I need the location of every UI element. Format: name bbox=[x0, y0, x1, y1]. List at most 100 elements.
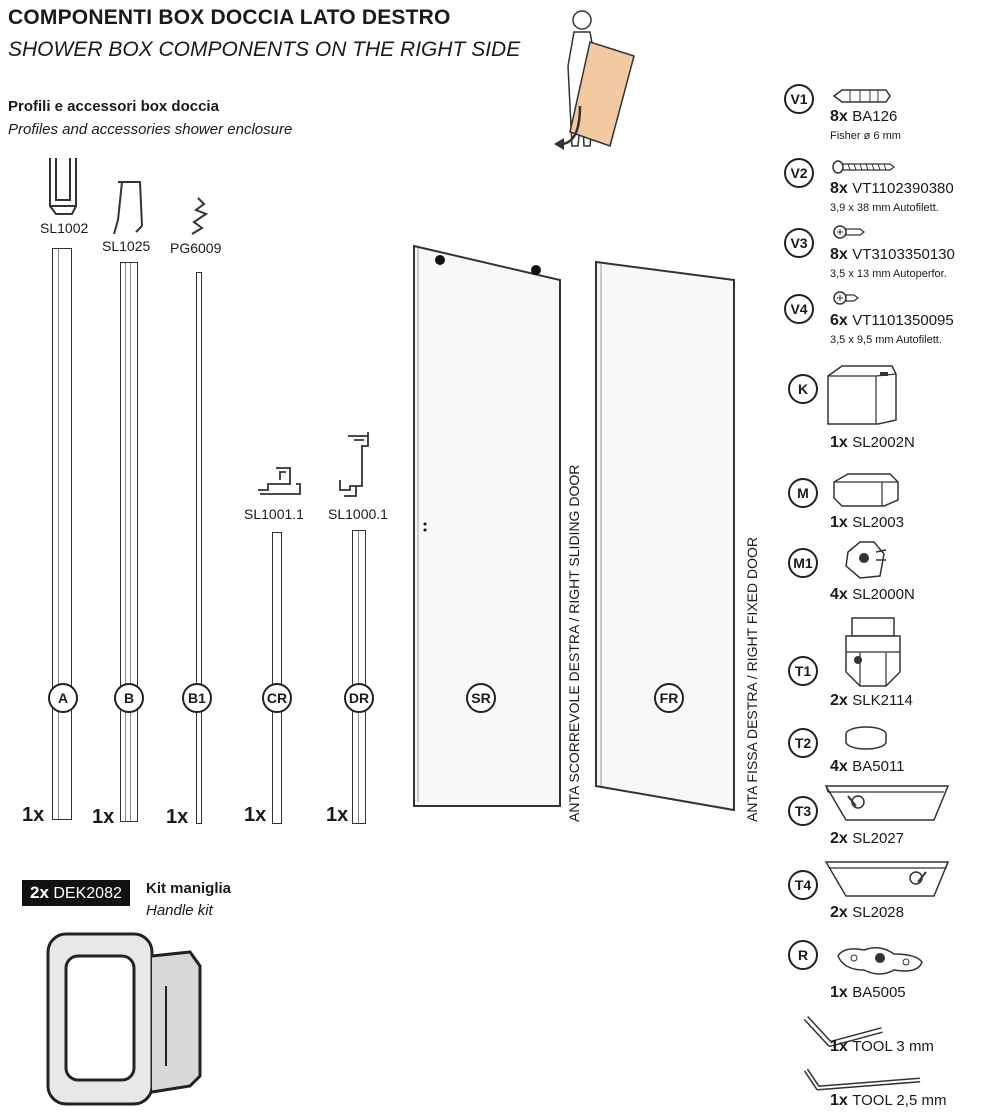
corner-cap-k-icon bbox=[827, 365, 897, 425]
kit-code: DEK2082 bbox=[53, 885, 122, 902]
kit-title: Kit maniglia bbox=[146, 880, 232, 897]
profile-sl1025-section-icon bbox=[113, 181, 143, 235]
kit-badge: 2x DEK2082 bbox=[22, 880, 130, 906]
accessory-letter-badge: M1 bbox=[788, 548, 818, 578]
accessory-code: SL2027 bbox=[852, 830, 904, 847]
accessory-quantity: 6x bbox=[830, 312, 848, 329]
tool-quantity: 1x bbox=[830, 1038, 848, 1055]
panel-letter-badge: SR bbox=[466, 683, 496, 713]
accessory-description: 3,5 x 13 mm Autoperfor. bbox=[830, 268, 947, 280]
panel-label: ANTA FISSA DESTRA / RIGHT FIXED DOOR bbox=[744, 537, 760, 822]
profile-bar-b1 bbox=[196, 272, 202, 824]
roller-block-t1-icon bbox=[845, 617, 901, 687]
accessory-description: 3,9 x 38 mm Autofilett. bbox=[830, 202, 939, 214]
accessory-quantity: 2x bbox=[830, 830, 848, 847]
profile-letter-badge: CR bbox=[262, 683, 292, 713]
accessory-code: BA5005 bbox=[852, 984, 906, 1001]
accessory-letter-badge: R bbox=[788, 940, 818, 970]
profile-quantity: 1x bbox=[244, 804, 267, 826]
profile-code-label: SL1001.1 bbox=[244, 506, 304, 522]
sliding-door-panel bbox=[413, 244, 561, 807]
guide-t4-icon bbox=[824, 861, 950, 897]
accessory-code: VT1102390380 bbox=[852, 180, 954, 197]
accessory-letter-badge: T4 bbox=[788, 870, 818, 900]
accessory-letter-badge: M bbox=[788, 478, 818, 508]
accessory-code: SLK2114 bbox=[852, 692, 913, 709]
page-subtitle: SHOWER BOX COMPONENTS ON THE RIGHT SIDE bbox=[8, 38, 521, 61]
long-screw-icon bbox=[832, 160, 895, 174]
accessory-code: SL2028 bbox=[852, 904, 904, 921]
handle-kit-icon bbox=[46, 932, 202, 1106]
section-subtitle: Profiles and accessories shower enclosur… bbox=[8, 121, 293, 138]
wall-plug-icon bbox=[832, 89, 891, 103]
person-carrying-panel-icon bbox=[554, 10, 635, 150]
accessory-quantity: 1x bbox=[830, 514, 848, 531]
accessory-quantity: 2x bbox=[830, 692, 848, 709]
profile-code-label: PG6009 bbox=[170, 240, 222, 256]
accessory-code: SL2002N bbox=[852, 434, 915, 451]
profile-quantity: 1x bbox=[326, 804, 349, 826]
guide-t3-icon bbox=[824, 785, 950, 821]
profile-code-label: SL1000.1 bbox=[328, 506, 388, 522]
accessory-quantity: 2x bbox=[830, 904, 848, 921]
profile-letter-badge: B1 bbox=[182, 683, 212, 713]
corner-cap-m-icon bbox=[833, 473, 899, 507]
fixed-door-panel bbox=[595, 260, 735, 812]
profile-sl1002-section-icon bbox=[49, 158, 77, 215]
hex-key-3mm-icon bbox=[803, 1015, 883, 1047]
profile-quantity: 1x bbox=[92, 806, 115, 828]
profile-quantity: 1x bbox=[166, 806, 189, 828]
profile-code-label: SL1025 bbox=[102, 238, 151, 254]
kit-quantity: 2x bbox=[30, 883, 49, 902]
panel-label: ANTA SCORREVOLE DESTRA / RIGHT SLIDING D… bbox=[566, 464, 582, 822]
accessory-quantity: 1x bbox=[830, 984, 848, 1001]
accessory-code: SL2000N bbox=[852, 586, 915, 603]
section-title: Profili e accessori box doccia bbox=[8, 98, 219, 115]
accessory-quantity: 4x bbox=[830, 586, 848, 603]
accessory-letter-badge: T2 bbox=[788, 728, 818, 758]
accessory-quantity: 8x bbox=[830, 180, 848, 197]
page-title: COMPONENTI BOX DOCCIA LATO DESTRO bbox=[8, 6, 451, 29]
profile-quantity: 1x bbox=[22, 804, 45, 826]
clip-m1-icon bbox=[845, 541, 887, 579]
hex-key-2-5mm-icon bbox=[803, 1068, 921, 1091]
bottom-stop-r-icon bbox=[837, 947, 923, 975]
profile-sl1000-section-icon bbox=[339, 432, 369, 497]
accessory-letter-badge: K bbox=[788, 374, 818, 404]
profile-bar-cr bbox=[272, 532, 282, 824]
accessory-quantity: 4x bbox=[830, 758, 848, 775]
accessory-quantity: 8x bbox=[830, 246, 848, 263]
accessory-code: BA5011 bbox=[852, 758, 905, 775]
profile-letter-badge: A bbox=[48, 683, 78, 713]
self-drilling-screw-icon bbox=[833, 225, 865, 239]
profile-pg6009-section-icon bbox=[191, 197, 209, 235]
panel-letter-badge: FR bbox=[654, 683, 684, 713]
accessory-code: SL2003 bbox=[852, 514, 904, 531]
profile-sl1001-section-icon bbox=[258, 467, 301, 495]
accessory-letter-badge: V4 bbox=[784, 294, 814, 324]
accessory-letter-badge: T3 bbox=[788, 796, 818, 826]
profile-bar-b bbox=[120, 262, 138, 822]
round-pad-t2-icon bbox=[845, 726, 887, 750]
profile-letter-badge: DR bbox=[344, 683, 374, 713]
accessory-letter-badge: T1 bbox=[788, 656, 818, 686]
accessory-letter-badge: V2 bbox=[784, 158, 814, 188]
profile-code-label: SL1002 bbox=[40, 220, 89, 236]
accessory-quantity: 8x bbox=[830, 108, 848, 125]
accessory-code: VT3103350130 bbox=[852, 246, 955, 263]
accessory-code: VT1101350095 bbox=[852, 312, 954, 329]
accessory-letter-badge: V3 bbox=[784, 228, 814, 258]
tool-quantity: 1x bbox=[830, 1092, 848, 1109]
accessory-letter-badge: V1 bbox=[784, 84, 814, 114]
accessory-code: BA126 bbox=[852, 108, 898, 125]
kit-subtitle: Handle kit bbox=[146, 902, 213, 919]
profile-bar-a bbox=[52, 248, 72, 820]
accessory-description: Fisher ø 6 mm bbox=[830, 130, 901, 142]
tool-code: TOOL 3 mm bbox=[852, 1038, 934, 1055]
profile-bar-dr bbox=[352, 530, 366, 824]
tool-code: TOOL 2,5 mm bbox=[852, 1092, 947, 1109]
profile-letter-badge: B bbox=[114, 683, 144, 713]
short-screw-icon bbox=[833, 291, 859, 305]
accessory-description: 3,5 x 9,5 mm Autofilett. bbox=[830, 334, 942, 346]
accessory-quantity: 1x bbox=[830, 434, 848, 451]
